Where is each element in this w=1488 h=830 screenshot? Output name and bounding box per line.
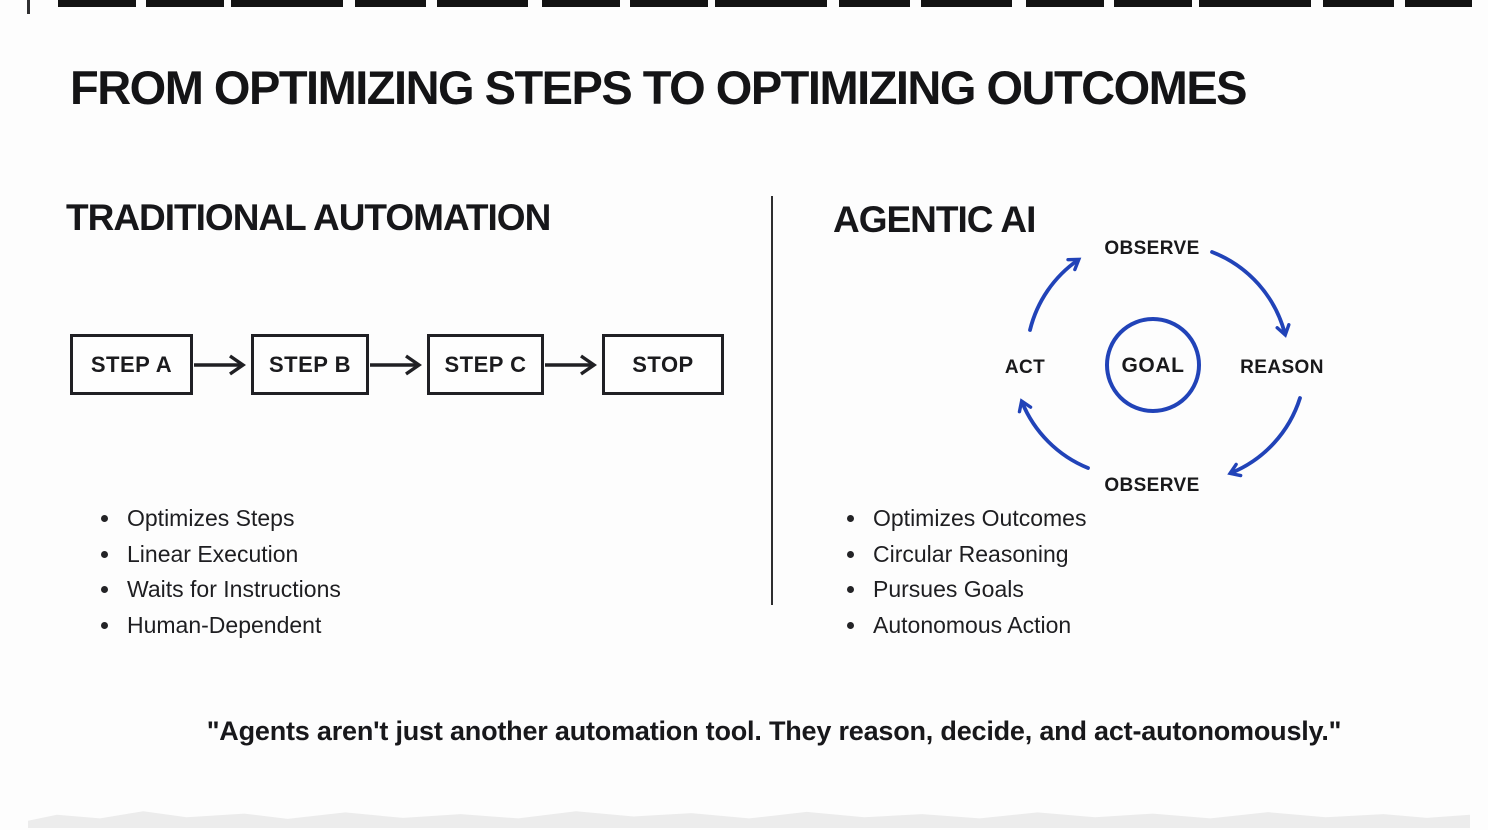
goal-circle (1105, 317, 1201, 413)
list-item: Optimizes Steps (101, 501, 341, 537)
agentic-cycle-graphic (1017, 250, 1302, 478)
arrow-right-icon (194, 354, 246, 375)
flow-step-stop: STOP (602, 334, 724, 395)
flow-step-c: STEP C (427, 334, 544, 395)
flow-step-a: STEP A (70, 334, 193, 395)
bullet-label: Pursues Goals (873, 576, 1024, 603)
bullet-label: Circular Reasoning (873, 540, 1069, 567)
bullet-label: Human-Dependent (127, 611, 322, 638)
list-item: Waits for Instructions (101, 572, 341, 608)
bullet-label: Linear Execution (127, 540, 299, 567)
cycle-label-observe-bottom: OBSERVE (1104, 475, 1200, 496)
traditional-bullets: Optimizes Steps Linear Execution Waits f… (101, 501, 341, 643)
bullet-label: Autonomous Action (873, 611, 1072, 638)
cycle-label-goal: GOAL (1121, 354, 1185, 377)
cycle-label-act: ACT (1004, 357, 1046, 378)
cycle-arc-observe-to-reason (1210, 250, 1291, 338)
cycle-arc-act-to-observe (1028, 257, 1082, 332)
quote-text: "Agents aren't just another automation t… (206, 716, 1342, 746)
bullet-label: Optimizes Steps (127, 505, 295, 532)
list-item: Pursues Goals (847, 572, 1086, 608)
section-divider (771, 196, 773, 605)
bullet-label: Optimizes Outcomes (873, 505, 1087, 532)
list-item: Human-Dependent (101, 608, 341, 644)
bullet-dot-icon (847, 515, 854, 523)
bullet-dot-icon (847, 550, 854, 558)
bullet-label: Waits for Instructions (127, 576, 341, 603)
list-item: Linear Execution (101, 537, 341, 573)
traditional-heading: TRADITIONAL AUTOMATION (66, 197, 551, 238)
arrow-right-icon (370, 354, 422, 375)
bullet-dot-icon (847, 621, 854, 629)
list-item: Autonomous Action (847, 608, 1086, 644)
cycle-label-reason: REASON (1240, 357, 1324, 378)
flowchart: STEP A STEP B STEP C STOP (70, 334, 724, 395)
agentic-heading: AGENTIC AI (833, 199, 1036, 240)
bullet-dot-icon (101, 550, 108, 558)
torn-edge-top (58, 0, 1472, 7)
bullet-dot-icon (101, 621, 108, 629)
bullet-dot-icon (847, 586, 854, 594)
cycle-arc-observe-to-act (1017, 398, 1090, 470)
flow-step-b: STEP B (251, 334, 369, 395)
list-item: Optimizes Outcomes (847, 501, 1086, 537)
bullet-dot-icon (101, 515, 108, 523)
slide-title: FROM OPTIMIZING STEPS TO OPTIMIZING OUTC… (70, 61, 1248, 114)
bullet-dot-icon (101, 586, 108, 594)
agentic-bullets: Optimizes Outcomes Circular Reasoning Pu… (847, 501, 1086, 643)
cycle-arc-reason-to-observe (1227, 396, 1302, 478)
arrow-right-icon (545, 354, 597, 375)
list-item: Circular Reasoning (847, 537, 1086, 573)
torn-edge-tick (27, 0, 30, 14)
torn-edge-bottom (28, 811, 1470, 828)
cycle-label-observe-top: OBSERVE (1104, 238, 1200, 259)
